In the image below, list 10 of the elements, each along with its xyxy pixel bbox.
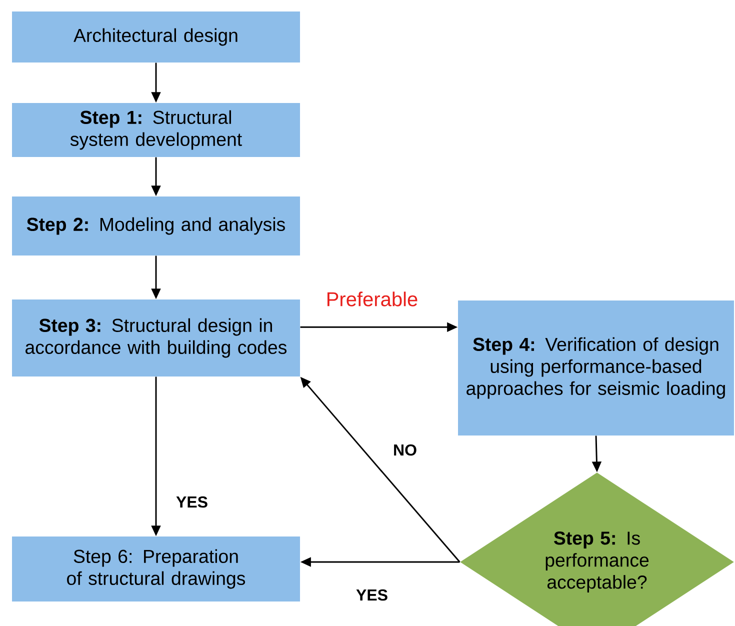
edge-label: YES — [174, 495, 210, 509]
process-box: Architectural design — [12, 12, 300, 62]
edge-label: Preferable — [324, 290, 420, 308]
process-box: Step 3: Structural design in accordance with building codes — [12, 300, 300, 376]
process-box: Step 1: Structural system development — [12, 103, 300, 157]
edge-label: YES — [354, 588, 390, 602]
edge-label: NO — [392, 443, 418, 457]
process-box: Step 2: Modeling and analysis — [12, 196, 300, 256]
process-box: Step 4: Verification of design using performance-based approaches for seismic loading — [458, 300, 734, 436]
process-box: Step 6: Preparation of structural drawings — [12, 536, 300, 602]
